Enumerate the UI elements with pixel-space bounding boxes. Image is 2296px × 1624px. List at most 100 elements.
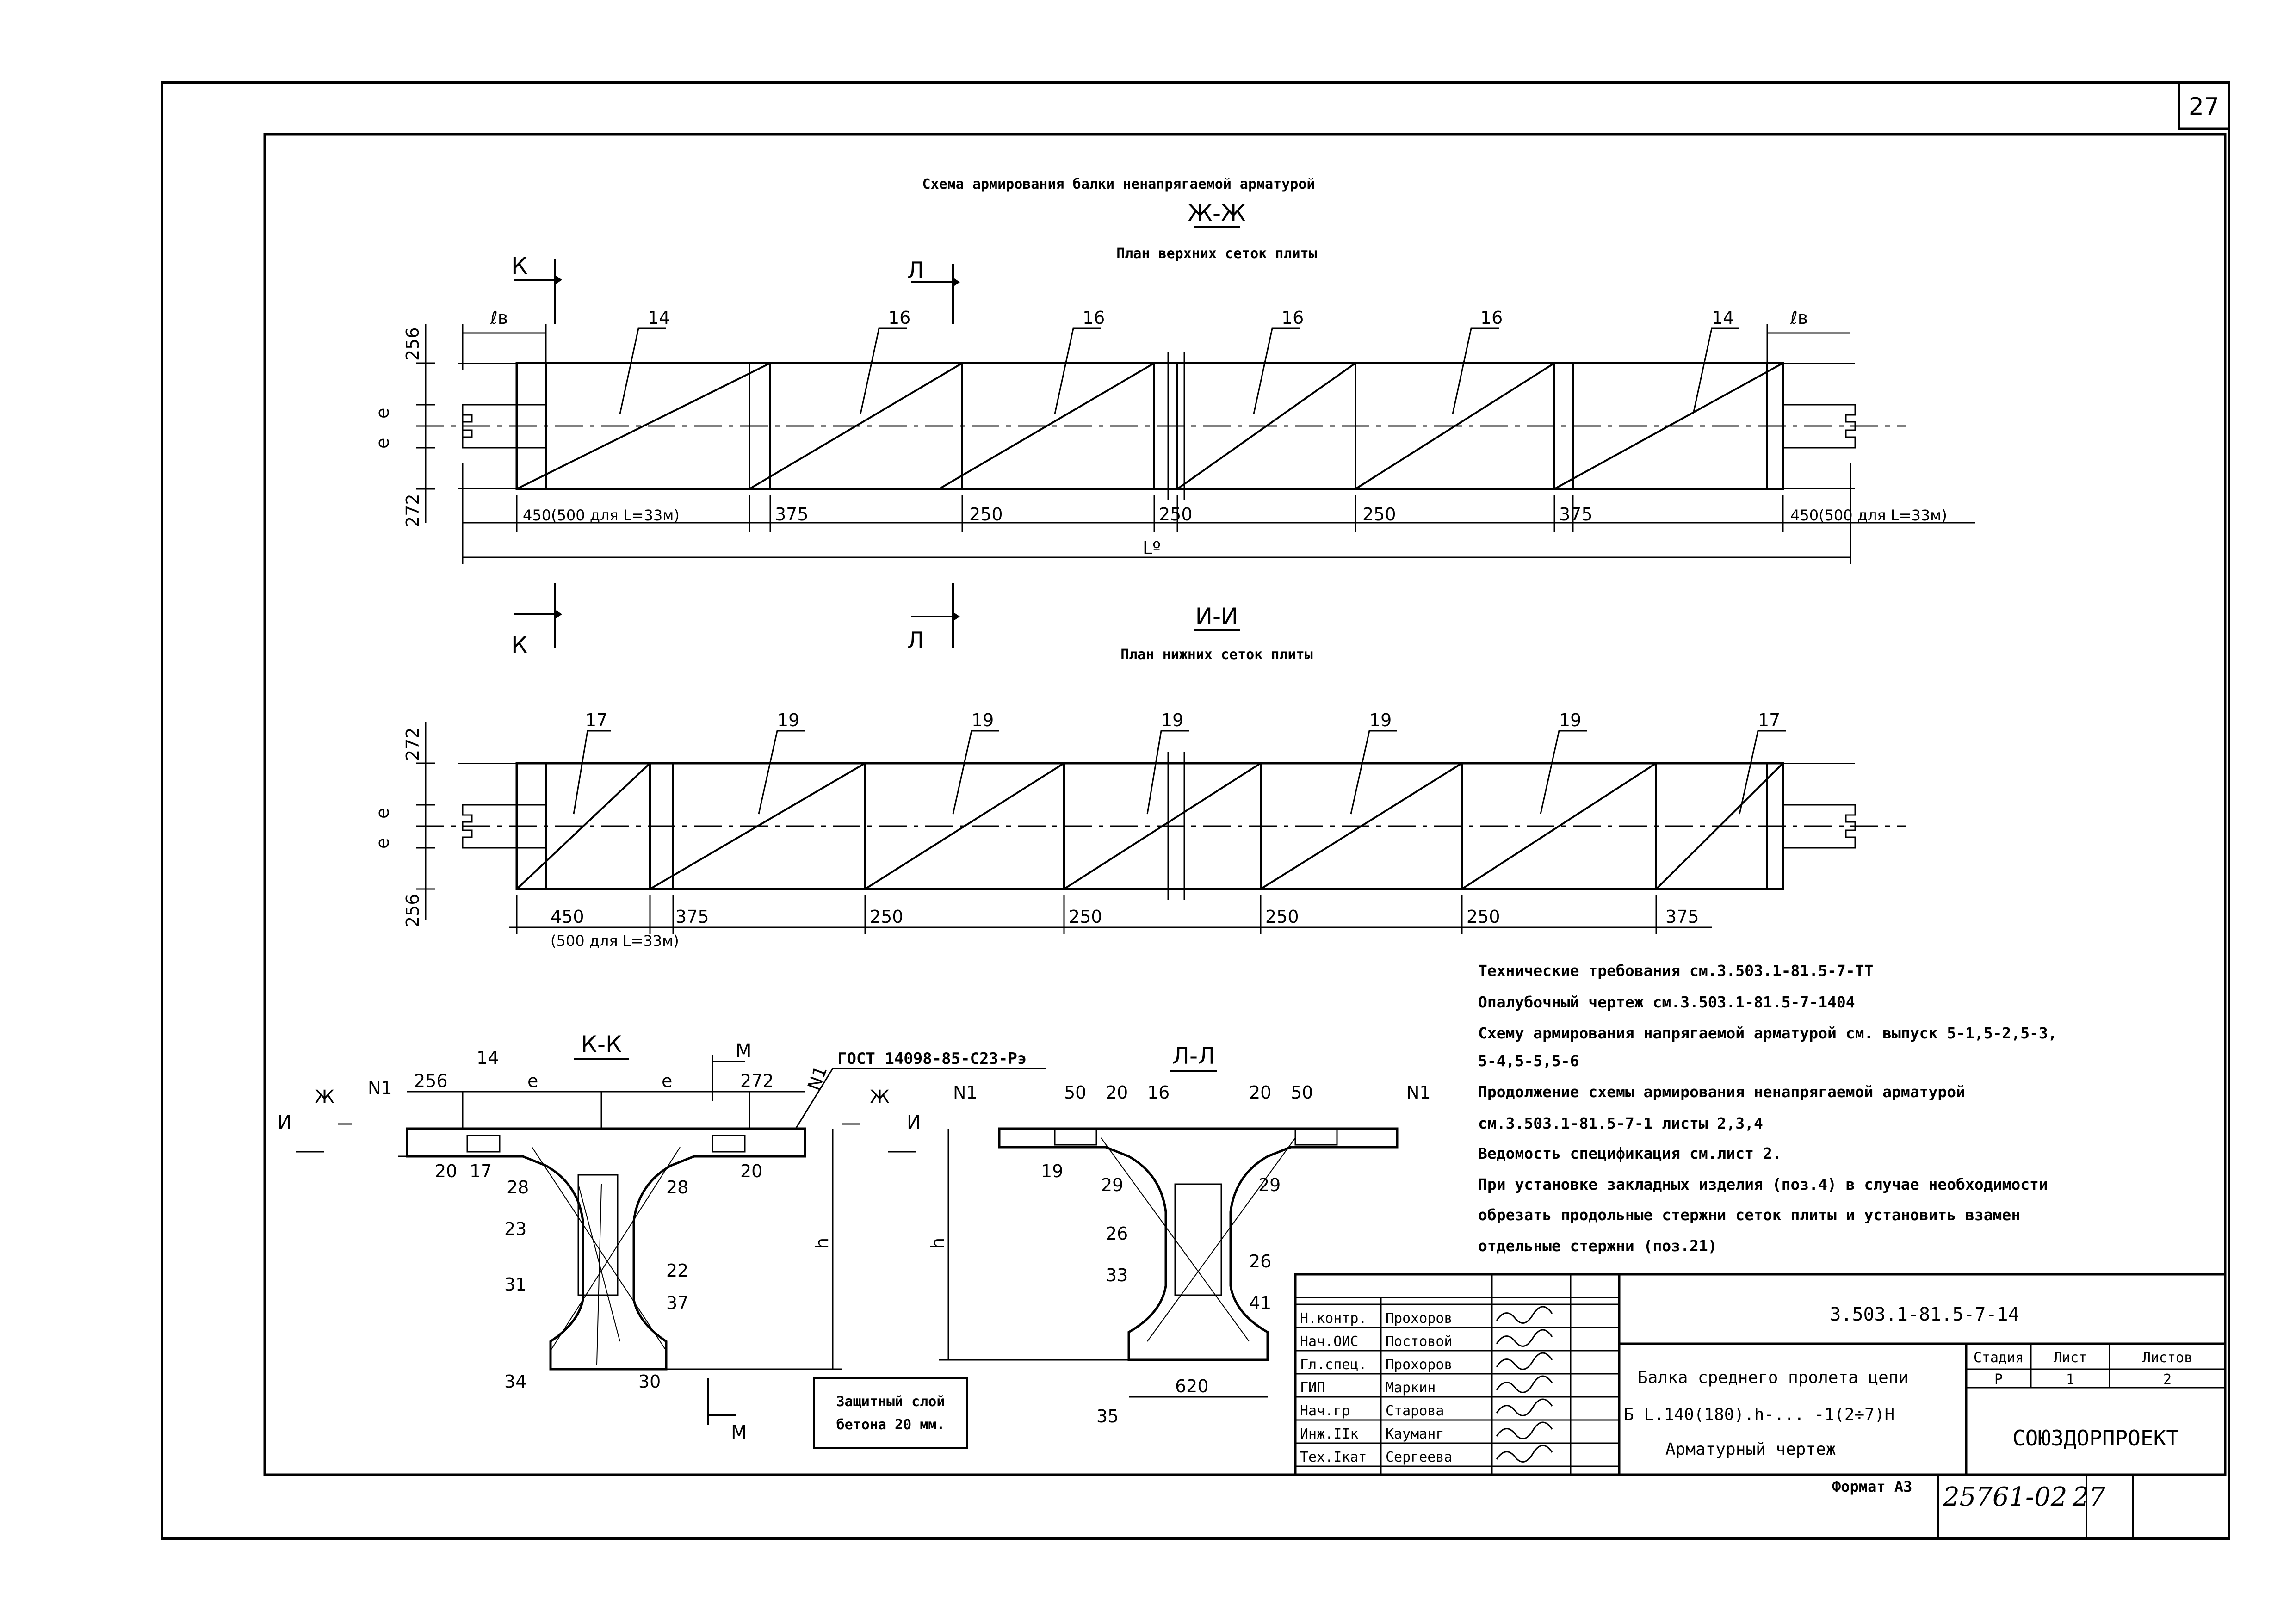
tb-name-4: Маркин <box>1386 1380 1436 1396</box>
dim-bottom-bottom-4: 250 <box>1069 907 1102 927</box>
end-block-right-bottom <box>1783 804 1856 849</box>
cut-zh-right: Ж <box>870 1087 890 1108</box>
section-zhzh-label: Ж-Ж <box>1188 200 1246 227</box>
tb-role-7: Тех.Iкат <box>1300 1449 1367 1465</box>
kk-37: 37 <box>666 1293 688 1313</box>
tb-stage-header: Стадия <box>1974 1350 2024 1366</box>
tb-role-2: Нач.ОИС <box>1300 1334 1358 1350</box>
bar-label-bottom-1: 17 <box>585 710 607 730</box>
mesh-diagonals-bottom <box>516 762 1784 890</box>
tb-inventory: 25761-02 <box>1943 1482 2067 1512</box>
section-kk: К-К ГОСТ 14098-85-С23-Рэ М М 256 e <box>278 1031 1046 1443</box>
tb-format: Формат А3 <box>1832 1478 1912 1495</box>
dim-bottom-bottom-5: 250 <box>1265 907 1299 927</box>
tb-sheets-header: Листов <box>2142 1350 2192 1366</box>
dim-left-bottom-e1: e <box>372 808 393 819</box>
notes-block: Технические требования см.3.503.1-81.5-7… <box>1478 962 2057 1255</box>
tb-name-3: Прохоров <box>1386 1357 1453 1373</box>
ll-20-right: 20 <box>1249 1082 1271 1103</box>
bar-callouts-top <box>619 327 1739 414</box>
bar-label-bottom-3: 19 <box>972 710 994 730</box>
panel-dividers-bottom <box>545 763 1768 889</box>
note-8: При установке закладных изделия (поз.4) … <box>1478 1175 2048 1193</box>
sheet-number: 27 <box>2189 93 2219 121</box>
bar-label-bottom-4: 19 <box>1161 710 1183 730</box>
section-kk-label: К-К <box>581 1031 622 1058</box>
tb-role-4: ГИП <box>1300 1380 1325 1396</box>
cover-note: Защитный слой бетона 20 мм. <box>813 1377 968 1449</box>
dim-bottom-top-6: 375 <box>1559 504 1593 525</box>
ll-h-label: h <box>928 1238 948 1249</box>
kk-28-left: 28 <box>507 1177 529 1198</box>
svg-text:Л: Л <box>907 627 924 654</box>
cut-zh-left: Ж <box>315 1087 334 1108</box>
tb-name-2: Постовой <box>1386 1334 1453 1350</box>
dim-bottom-bottom-3: 250 <box>870 907 904 927</box>
span-label: Lº <box>1143 538 1161 558</box>
cut-mark-l-bottom: Л <box>907 583 960 654</box>
kk-17: 17 <box>470 1161 492 1181</box>
bar-label-bottom-5: 19 <box>1369 710 1392 730</box>
beam-ll-outline <box>998 1127 1399 1361</box>
cover-note-line1: Защитный слой <box>836 1394 945 1410</box>
note-4: 5-4,5-5,5-6 <box>1478 1052 1579 1070</box>
section-zhzh: Ж-Ж План верхних сеток плиты К К Л Л <box>372 200 1975 659</box>
bar-callouts-bottom <box>573 730 1786 815</box>
tb-sheet: 1 <box>2066 1371 2074 1388</box>
dim-bottom-top-3: 250 <box>969 504 1003 525</box>
kk-14: 14 <box>477 1048 499 1068</box>
bar-label-top-3: 16 <box>1083 308 1105 328</box>
le-label-left: ℓв <box>490 308 508 328</box>
ll-dim-620: 620 <box>1175 1376 1209 1396</box>
note-2: Опалубочный чертеж см.3.503.1-81.5-7-140… <box>1478 993 1855 1011</box>
bar-label-top-5: 16 <box>1480 308 1503 328</box>
kk-h-label: h <box>812 1238 832 1249</box>
note-5: Продолжение схемы армирования ненапрягае… <box>1478 1083 1965 1101</box>
ll-29-left: 29 <box>1101 1175 1123 1195</box>
tb-sheet-header: Лист <box>2054 1350 2087 1366</box>
dim-bottom-bottom-2: 375 <box>675 907 709 927</box>
dim-bottom-top-2: 375 <box>775 504 809 525</box>
cut-mark-l-top: Л <box>907 257 960 324</box>
dim-bottom-bottom-1: 450 <box>551 907 584 927</box>
dim-left-top-e2: e <box>372 438 393 449</box>
note-10: отдельные стержни (поз.21) <box>1478 1237 1717 1255</box>
ll-50-right: 50 <box>1291 1082 1313 1103</box>
le-label-right: ℓв <box>1790 308 1808 328</box>
cut-mark-k-bottom: К <box>511 583 562 659</box>
section-zhzh-subtitle: План верхних сеток плиты <box>1116 246 1317 262</box>
svg-text:К: К <box>511 632 528 659</box>
ll-41: 41 <box>1249 1293 1271 1313</box>
kk-28-right: 28 <box>666 1177 688 1198</box>
break-mark-bottom <box>1167 752 1185 900</box>
note-9: обрезать продольные стержни сеток плиты … <box>1478 1206 2020 1224</box>
ll-26-left: 26 <box>1106 1223 1128 1244</box>
kk-30: 30 <box>638 1371 661 1392</box>
kk-23: 23 <box>504 1219 526 1239</box>
section-ii: И-И План нижних сеток плиты <box>372 603 1906 950</box>
note-7: Ведомость спецификация см.лист 2. <box>1478 1144 1782 1162</box>
tb-role-3: Гл.спец. <box>1300 1357 1367 1373</box>
note-6: см.3.503.1-81.5-7-1 листы 2,3,4 <box>1478 1114 1763 1132</box>
bar-label-top-4: 16 <box>1281 308 1304 328</box>
note-3: Схему армирования напрягаемой арматурой … <box>1478 1024 2057 1042</box>
tb-org: СОЮЗДОРПРОЕКТ <box>2012 1426 2179 1451</box>
bar-label-top-6: 14 <box>1712 308 1734 328</box>
tb-desc-3: Арматурный чертеж <box>1665 1440 1836 1459</box>
mesh-diagonals-top <box>516 362 1783 490</box>
ll-35: 35 <box>1096 1406 1119 1426</box>
end-block-right-top <box>1783 404 1856 449</box>
tb-sheets: 2 <box>2163 1371 2172 1388</box>
outer-frame <box>161 81 2230 1540</box>
tb-inventory-page: 27 <box>2072 1482 2106 1512</box>
tb-name-1: Прохоров <box>1386 1310 1453 1327</box>
signatures <box>1496 1306 1553 1463</box>
ll-n1-right: N1 <box>1406 1082 1431 1103</box>
cut-i-right: И <box>907 1112 921 1133</box>
ll-26-right: 26 <box>1249 1251 1271 1272</box>
dim-kk-e2: e <box>662 1071 672 1091</box>
cut-i-left: И <box>278 1112 291 1133</box>
kk-20-left: 20 <box>435 1161 457 1181</box>
dim-left-bottom-272: 272 <box>402 727 423 761</box>
dim-left-top-272: 272 <box>402 494 423 527</box>
